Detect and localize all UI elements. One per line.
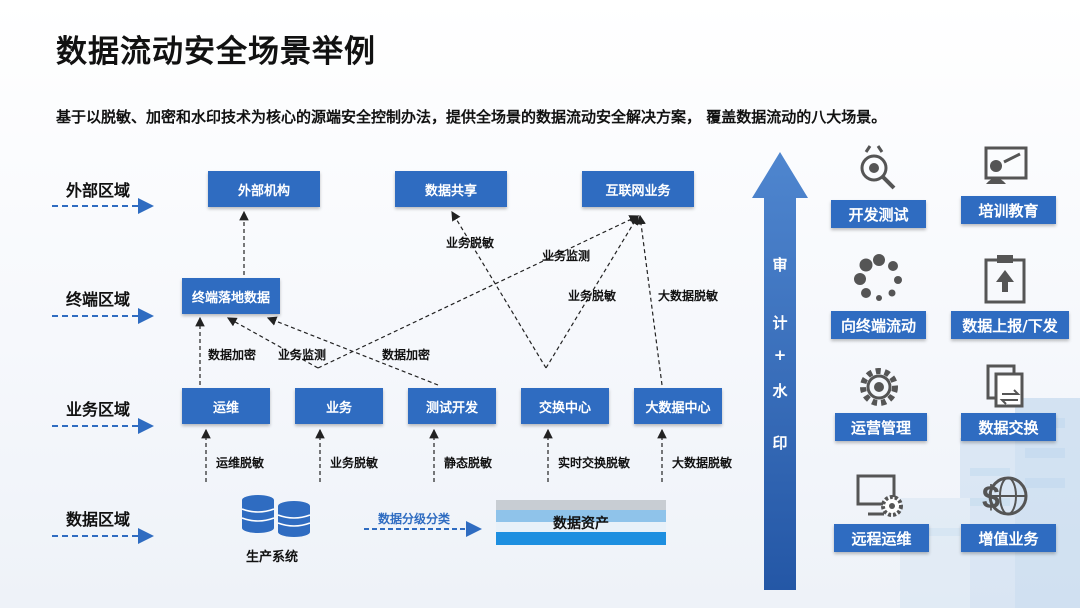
audit-char-4: 印 — [772, 434, 788, 452]
clipboard-upload-icon — [984, 255, 1026, 304]
label-business-monitor-top: 业务监测 — [542, 249, 591, 263]
label-data-encrypt-right: 数据加密 — [382, 348, 431, 362]
box-business: 业务 — [295, 388, 383, 424]
data-asset-label: 数据资产 — [553, 516, 609, 532]
magnifier-gear-icon — [860, 145, 896, 190]
zone-label-data: 数据区域 — [66, 510, 131, 529]
label-realtime-masking: 实时交换脱敏 — [558, 456, 631, 470]
box-internet-business: 互联网业务 — [582, 171, 694, 207]
classification-label: 数据分级分类 — [378, 512, 451, 526]
box-terminal-data: 终端落地数据 — [182, 278, 280, 314]
box-exchange-center: 交换中心 — [521, 388, 609, 424]
monitor-gear-icon — [856, 474, 903, 517]
dollar-globe-icon: $ — [982, 476, 1028, 516]
teacher-board-icon — [984, 146, 1028, 184]
label-business-masking-right: 业务脱敏 — [568, 289, 617, 303]
page-subtitle: 基于以脱敏、加密和水印技术为核心的源端安全控制办法，提供全场景的数据流动安全解决… — [56, 108, 887, 126]
box-data-sharing: 数据共享 — [395, 171, 507, 207]
box-test-dev: 测试开发 — [408, 388, 496, 424]
box-external-institution: 外部机构 — [208, 171, 320, 207]
scenario-operation-mgmt: 运营管理 — [835, 413, 927, 441]
database-icon — [241, 495, 311, 537]
label-data-encrypt-left: 数据加密 — [208, 348, 257, 362]
svg-text:$: $ — [982, 479, 1000, 515]
box-bigdata-center: 大数据中心 — [634, 388, 722, 424]
label-bigdata-masking-bottom: 大数据脱敏 — [672, 456, 733, 470]
audit-watermark-arrow — [752, 152, 808, 590]
zone-label-terminal: 终端区域 — [66, 290, 131, 309]
dots-spinner-icon — [854, 254, 902, 301]
production-system-label: 生产系统 — [246, 550, 299, 565]
zone-label-external: 外部区域 — [66, 181, 131, 200]
scenario-to-terminal: 向终端流动 — [831, 311, 926, 339]
page-title: 数据流动安全场景举例 — [56, 34, 376, 70]
label-business-monitor-left: 业务监测 — [278, 348, 327, 362]
gear-settings-icon — [860, 368, 898, 406]
label-static-masking: 静态脱敏 — [444, 456, 493, 470]
scenario-value-added: 增值业务 — [961, 524, 1056, 552]
label-ops-masking: 运维脱敏 — [216, 456, 265, 470]
data-asset-layers — [496, 500, 666, 545]
scenario-data-exchange: 数据交换 — [961, 413, 1056, 441]
flow-diagram-lines — [52, 198, 667, 544]
scenario-dev-test: 开发测试 — [831, 200, 926, 228]
box-ops: 运维 — [182, 388, 270, 424]
scenario-remote-ops: 远程运维 — [834, 524, 929, 552]
audit-char-3: 水 — [772, 382, 788, 400]
zone-label-business: 业务区域 — [66, 400, 131, 419]
audit-char-1: 审 — [772, 256, 788, 274]
scenario-training: 培训教育 — [961, 196, 1056, 224]
document-exchange-icon — [986, 364, 1024, 408]
audit-char-plus: + — [773, 346, 787, 364]
scenario-report-issue: 数据上报/下发 — [951, 311, 1069, 339]
audit-char-2: 计 — [772, 314, 788, 332]
label-business-masking-bottom: 业务脱敏 — [330, 456, 379, 470]
label-business-masking: 业务脱敏 — [446, 236, 495, 250]
label-bigdata-masking-top: 大数据脱敏 — [658, 289, 719, 303]
